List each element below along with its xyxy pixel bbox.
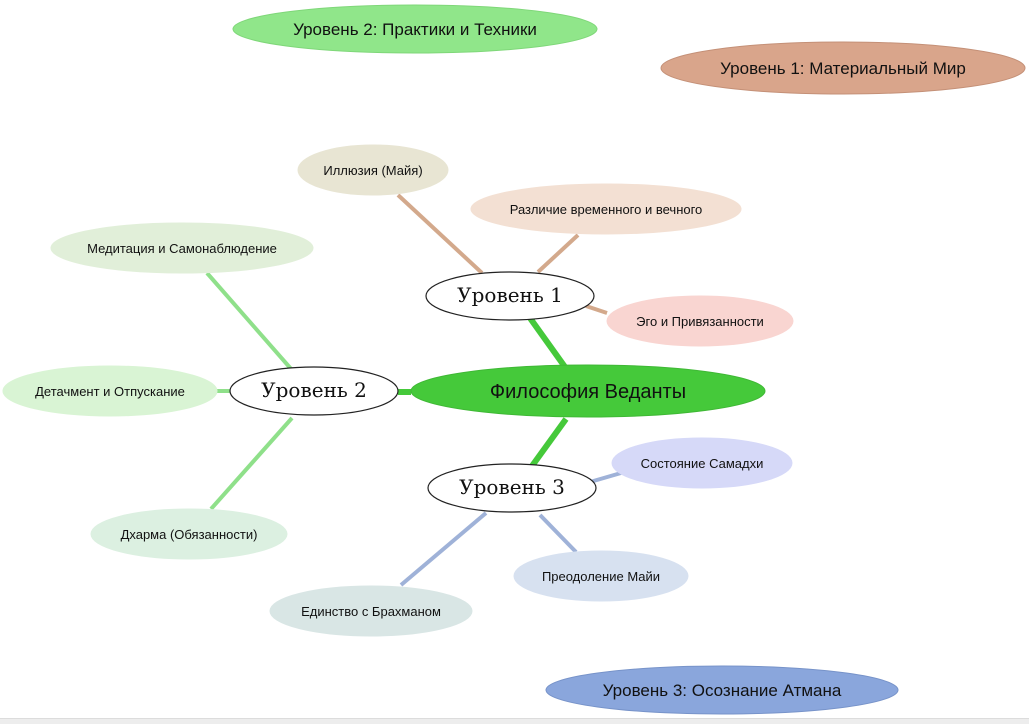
center-node: Философия Веданты xyxy=(410,364,766,418)
center-node-shape xyxy=(410,364,766,418)
edge-level1-illusion xyxy=(396,193,484,275)
legend-item-level1: Уровень 1: Материальный Мир xyxy=(660,41,1026,95)
concept-detachment: Детачмент и Отпускание xyxy=(2,365,218,417)
concept-detachment-shape xyxy=(2,365,218,417)
concept-overcoming-shape xyxy=(513,550,689,602)
edge-level1-distinction xyxy=(536,233,580,274)
concept-distinction-shape xyxy=(470,183,742,235)
concept-illusion-shape xyxy=(297,144,449,196)
legend-level2-label: Уровень 2: Практики и Техники xyxy=(293,20,537,39)
edge-level1-ego xyxy=(585,304,608,315)
concept-unity-label: Единство с Брахманом xyxy=(301,604,441,619)
legend-item-level2: Уровень 2: Практики и Техники xyxy=(232,4,598,54)
edge-level3-samadhi xyxy=(589,471,622,484)
concept-distinction-label: Различие временного и вечного xyxy=(510,202,703,217)
edge-level3-unity xyxy=(399,511,488,587)
legend-level3-label: Уровень 3: Осознание Атмана xyxy=(603,681,842,700)
concept-meditation-shape xyxy=(50,222,314,274)
level-node-1-label: Уровень 1 xyxy=(457,283,563,307)
concept-samadhi: Состояние Самадхи xyxy=(611,437,793,489)
concept-meditation: Медитация и Самонаблюдение xyxy=(50,222,314,274)
level-node-2-shape xyxy=(229,366,399,416)
concept-ego-shape xyxy=(606,295,794,347)
concept-dharma: Дхарма (Обязанности) xyxy=(90,508,288,560)
edge-center-level1 xyxy=(527,316,568,369)
concept-distinction: Различие временного и вечного xyxy=(470,183,742,235)
level-node-2-label: Уровень 2 xyxy=(261,378,367,402)
concept-samadhi-shape xyxy=(611,437,793,489)
concept-meditation-label: Медитация и Самонаблюдение xyxy=(87,241,277,256)
legend-item-level3: Уровень 3: Осознание Атмана xyxy=(545,665,899,715)
concept-illusion-label: Иллюзия (Майя) xyxy=(323,163,422,178)
concept-ego-label: Эго и Привязанности xyxy=(636,314,764,329)
bottom-border xyxy=(0,718,1029,724)
level-node-3-shape xyxy=(427,463,597,513)
concept-detachment-label: Детачмент и Отпускание xyxy=(35,384,185,399)
legend-level1-label: Уровень 1: Материальный Мир xyxy=(720,59,966,78)
legend-level3-shape xyxy=(545,665,899,715)
concept-dharma-shape xyxy=(90,508,288,560)
level-node-3-label: Уровень 3 xyxy=(459,475,565,499)
center-node-label: Философия Веданты xyxy=(490,381,686,403)
concept-dharma-label: Дхарма (Обязанности) xyxy=(121,527,258,542)
edge-center-level3 xyxy=(529,417,569,468)
legend: Уровень 2: Практики и Техники Уровень 1:… xyxy=(232,4,1026,715)
concept-unity-shape xyxy=(269,585,473,637)
edges xyxy=(205,193,622,587)
concept-overcoming: Преодоление Майи xyxy=(513,550,689,602)
edge-level3-overcoming xyxy=(538,513,578,554)
concept-samadhi-label: Состояние Самадхи xyxy=(641,456,764,471)
edge-level2-meditation xyxy=(205,271,294,372)
legend-level1-shape xyxy=(660,41,1026,95)
level-node-1: Уровень 1 xyxy=(425,271,595,321)
concept-illusion: Иллюзия (Майя) xyxy=(297,144,449,196)
concept-overcoming-label: Преодоление Майи xyxy=(542,569,660,584)
concept-unity: Единство с Брахманом xyxy=(269,585,473,637)
legend-level2-shape xyxy=(232,4,598,54)
concept-ego: Эго и Привязанности xyxy=(606,295,794,347)
level-node-2: Уровень 2 xyxy=(229,366,399,416)
edge-level2-dharma xyxy=(209,416,294,511)
level-node-1-shape xyxy=(425,271,595,321)
level-node-3: Уровень 3 xyxy=(427,463,597,513)
